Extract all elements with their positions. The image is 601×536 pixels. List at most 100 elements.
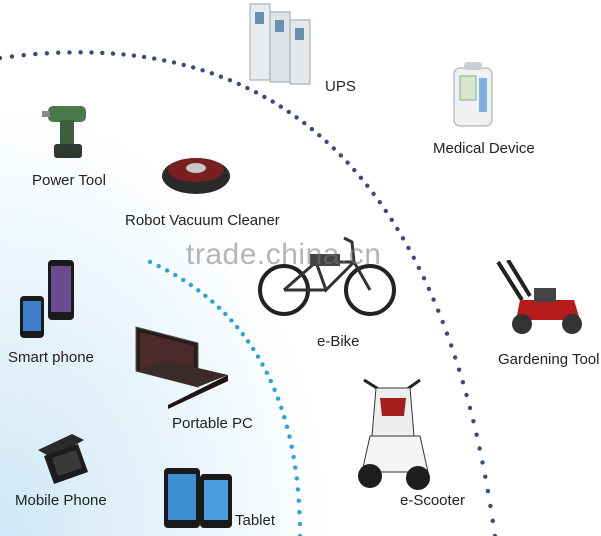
arc-dot xyxy=(295,487,301,492)
arc-dot xyxy=(453,355,458,360)
arc-dot xyxy=(377,200,382,205)
arc-dot xyxy=(444,331,450,336)
arc-dot xyxy=(352,167,357,173)
arc-dot xyxy=(196,288,201,293)
arc-dot xyxy=(389,217,394,222)
arc-dot xyxy=(371,191,376,196)
arc-dot xyxy=(416,265,422,271)
arc-dot xyxy=(421,276,427,281)
arc-dot xyxy=(272,387,277,392)
arc-dot xyxy=(9,54,15,59)
arc-dot xyxy=(294,476,299,481)
inner-dotted-arc xyxy=(147,259,303,536)
arc-dot xyxy=(488,503,493,509)
arc-dot xyxy=(173,272,178,278)
tablet-icon xyxy=(164,468,232,528)
arc-dot xyxy=(216,305,222,310)
arc-dot xyxy=(223,311,228,317)
arc-dot xyxy=(171,60,177,65)
arc-dot xyxy=(467,405,473,411)
robot-vacuum-icon xyxy=(162,158,230,194)
arc-dot xyxy=(302,120,307,126)
arc-dot xyxy=(191,65,196,70)
watermark: trade.china.cn xyxy=(186,238,382,271)
arc-dot xyxy=(164,268,170,273)
arc-dot xyxy=(110,51,116,56)
arc-dot xyxy=(240,332,245,337)
label-power-tool: Power Tool xyxy=(32,172,106,189)
arc-dot xyxy=(229,318,234,323)
arc-dot xyxy=(156,263,161,269)
arc-dot xyxy=(279,405,284,410)
arc-dot xyxy=(490,518,495,523)
arc-dot xyxy=(21,53,26,58)
arc-dot xyxy=(284,424,290,429)
arc-dot xyxy=(268,378,273,384)
arc-dot xyxy=(0,55,3,61)
arc-dot xyxy=(400,236,406,241)
arc-dot xyxy=(67,50,72,55)
arc-dot xyxy=(297,521,303,527)
arc-dot xyxy=(141,54,147,60)
arc-dot xyxy=(464,392,469,398)
label-portable-pc: Portable PC xyxy=(172,415,253,432)
arc-dot xyxy=(406,245,411,251)
arc-dot xyxy=(383,208,388,214)
arc-dot xyxy=(203,293,208,298)
outer-dotted-arc xyxy=(0,50,498,536)
arc-dot xyxy=(456,367,462,372)
label-mobile-phone: Mobile Phone xyxy=(15,492,107,509)
arc-dot xyxy=(236,81,241,87)
arc-dot xyxy=(309,126,315,132)
arc-dot xyxy=(235,325,240,330)
arc-dot xyxy=(147,259,153,265)
label-escooter: e-Scooter xyxy=(400,492,466,509)
arc-dot xyxy=(485,488,491,494)
arc-dot xyxy=(245,339,251,344)
escooter-icon xyxy=(358,378,430,490)
arc-dot xyxy=(251,346,256,352)
arc-dot xyxy=(411,255,416,260)
power-tool-icon xyxy=(42,106,86,158)
arc-dot xyxy=(426,286,432,291)
mobile-phone-icon xyxy=(38,434,88,484)
arc-dot xyxy=(291,454,296,460)
arc-dot xyxy=(210,299,215,304)
arc-dot xyxy=(297,533,303,536)
arc-dot xyxy=(264,370,269,375)
blue-glow xyxy=(0,107,330,536)
arc-dot xyxy=(293,465,298,470)
arc-dot xyxy=(270,99,275,104)
arc-dot xyxy=(480,460,485,465)
arc-dot xyxy=(477,446,482,451)
arc-dot xyxy=(56,50,61,55)
arc-dot xyxy=(287,434,292,439)
label-tablet: Tablet xyxy=(235,512,276,529)
ebike-icon xyxy=(258,236,396,316)
label-robot-vacuum: Robot Vacuum Cleaner xyxy=(125,212,280,229)
label-gardening-tool: Gardening Tool xyxy=(498,351,600,368)
arc-dot xyxy=(78,50,83,55)
arc-dot xyxy=(440,319,445,325)
arc-dot xyxy=(209,71,214,76)
arc-dot xyxy=(324,139,329,144)
arc-dot xyxy=(253,90,259,95)
arc-dot xyxy=(449,343,454,348)
arc-dot xyxy=(245,85,250,91)
arc-dot xyxy=(297,510,302,515)
arc-dot xyxy=(200,68,205,73)
ups-icon xyxy=(249,3,311,85)
arc-dot xyxy=(431,297,436,302)
arc-dot xyxy=(260,362,265,367)
arc-dot xyxy=(181,62,186,68)
label-medical-device: Medical Device xyxy=(433,140,535,157)
arc-dot xyxy=(33,51,38,57)
arc-dot xyxy=(471,419,476,424)
arc-dot xyxy=(188,282,194,288)
arc-dot xyxy=(338,153,343,158)
arc-dot xyxy=(121,52,126,57)
arc-dot xyxy=(282,415,287,420)
arc-dot xyxy=(436,308,441,313)
arc-dot xyxy=(395,226,400,232)
